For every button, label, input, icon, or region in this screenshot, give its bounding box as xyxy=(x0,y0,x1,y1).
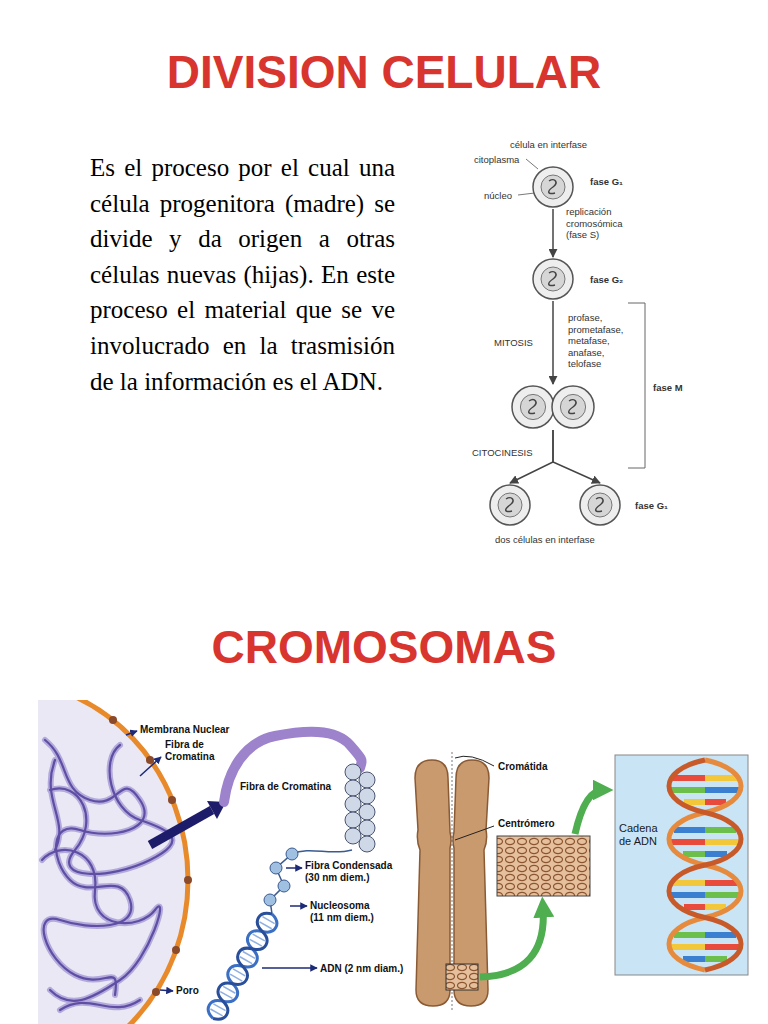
part-name: citoplasma xyxy=(474,154,519,166)
flow-arrow xyxy=(552,301,554,384)
phase-bracket xyxy=(628,303,645,468)
phase-label: fase M xyxy=(653,382,683,394)
chromosome-symbol xyxy=(549,272,556,286)
stage-label: CITOCINESIS xyxy=(472,447,533,459)
edge-label: MITOSIS xyxy=(494,337,533,349)
cell-nucleus xyxy=(498,493,522,517)
stage-caption: célula en interfase xyxy=(510,139,587,151)
part-name: Cadena de ADN xyxy=(619,822,665,848)
cell-membrane xyxy=(552,386,594,428)
nucleosomes xyxy=(264,848,298,906)
cell-membrane xyxy=(580,485,620,525)
part-name: Fibra Condensada (30 nm diem.) xyxy=(305,860,397,884)
daughter-cell: dos células en interfase xyxy=(488,483,532,527)
dna-strand xyxy=(669,760,741,970)
chromosome-symbol xyxy=(549,180,556,194)
flow-arrow xyxy=(552,209,554,257)
zoom-arrow xyxy=(150,801,226,845)
chromatin-inset xyxy=(497,836,590,896)
zoom-arrow xyxy=(575,790,603,834)
flow-arrow xyxy=(553,430,600,483)
part-name: Centrómero xyxy=(498,818,555,830)
cell-membrane xyxy=(533,259,573,299)
chromosome-symbol xyxy=(569,400,576,414)
phase-label: fase G₁ xyxy=(590,176,623,188)
page-title: DIVISION CELULAR xyxy=(0,45,768,99)
cell-nucleus xyxy=(560,394,585,419)
cell-shape xyxy=(531,165,575,209)
cell-shape xyxy=(578,483,622,527)
cell-membrane xyxy=(512,386,554,428)
phase-label: fase G₂ xyxy=(590,274,623,286)
interphase-cell: célula en interfasefase G₁ xyxy=(531,165,575,209)
cell-nucleus xyxy=(588,493,612,517)
g2-cell: fase G₂ xyxy=(531,257,575,301)
cell-nucleus xyxy=(541,175,565,199)
part-name: Cromátida xyxy=(498,761,547,773)
stage-caption: dos células en interfase xyxy=(495,534,595,546)
cell-shape xyxy=(531,257,575,301)
cell-shape xyxy=(510,384,596,430)
part-name: Fibra de Cromatina xyxy=(165,739,225,763)
phase-list: profase, prometafase, metafase, anafase,… xyxy=(568,312,628,370)
leader-line xyxy=(455,826,494,840)
phase-label: fase G₁ xyxy=(635,500,668,512)
cell-membrane xyxy=(533,167,573,207)
dna-helix xyxy=(204,909,280,1023)
part-name: Poro xyxy=(176,985,199,997)
leader-line xyxy=(455,756,494,766)
part-name: Membrana Nuclear xyxy=(140,724,229,736)
leader-line xyxy=(526,159,538,169)
part-name: ADN (2 nm diam.) xyxy=(320,963,403,975)
edge-label: replicación cromosómica (fase S) xyxy=(566,206,630,241)
dna-panel xyxy=(615,755,748,975)
daughter-cell: fase G₁ xyxy=(578,483,622,527)
section-heading: CROMOSOMAS xyxy=(0,620,768,674)
part-name: Fibra de Cromatina xyxy=(240,781,331,793)
leader-arrows xyxy=(126,731,317,991)
chromosome-symbol xyxy=(596,498,603,512)
chromatin-fiber xyxy=(224,732,362,802)
zoom-square xyxy=(446,964,478,990)
chromatin-mass xyxy=(42,740,172,1010)
cell-membrane xyxy=(490,485,530,525)
part-name: núcleo xyxy=(484,190,512,202)
chromosome-symbol xyxy=(506,498,513,512)
dividing-cell: CITOCINESIS xyxy=(510,384,596,430)
cell-shape xyxy=(488,483,532,527)
zoom-arrow xyxy=(480,907,543,977)
body-text: Es el proceso por el cual una célula pro… xyxy=(90,150,395,399)
cell-nucleus xyxy=(541,267,565,291)
dna-strand xyxy=(669,760,741,970)
part-name: Nucleosoma (11 nm diem.) xyxy=(310,900,382,924)
chromosome-symbol xyxy=(529,400,536,414)
cell-nucleus xyxy=(520,394,545,419)
condensed-fiber xyxy=(345,764,375,852)
